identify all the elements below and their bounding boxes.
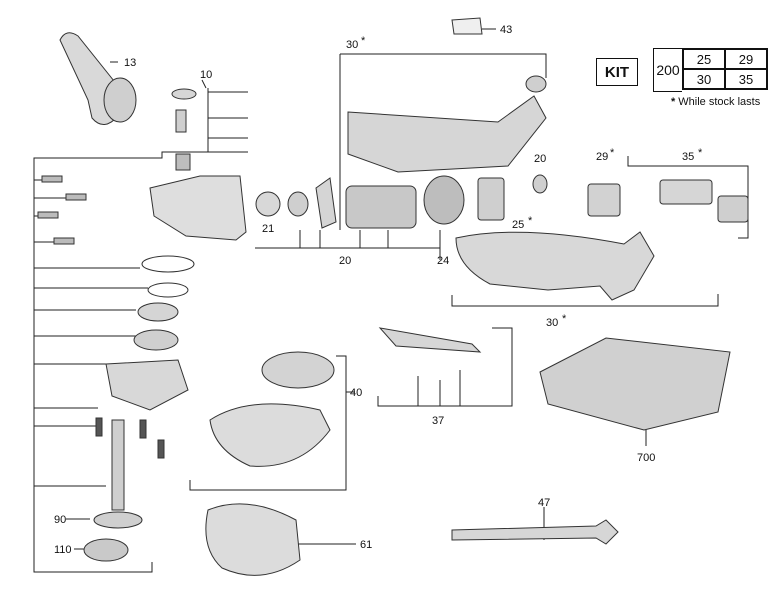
spanner-wrench: [451, 519, 619, 545]
stock-note-star: *: [671, 96, 676, 108]
cutting-guard: [205, 503, 301, 576]
callout-40: 40: [350, 387, 362, 399]
switch-module: [587, 183, 621, 217]
paddle-bracket: [377, 327, 513, 407]
gear-case: [149, 175, 247, 241]
callout-43: 43: [500, 24, 512, 36]
callout-30-bottom: 30: [546, 317, 558, 329]
callout-20-mid: 20: [339, 255, 351, 267]
main-housing: [455, 231, 655, 301]
callout-30-top-star: *: [361, 35, 366, 47]
motor-housing: [347, 95, 547, 173]
callout-25: 25: [512, 219, 524, 231]
kit-item: 30: [683, 69, 725, 89]
callout-90: 90: [54, 514, 66, 526]
nameplate: [451, 17, 483, 35]
motor-housing-bracket: [339, 53, 547, 230]
kit-item: 29: [725, 49, 767, 69]
bearing: [137, 302, 179, 322]
callout-30-bottom-star: *: [562, 313, 567, 325]
callout-61: 61: [360, 539, 372, 551]
motor-bearing: [255, 191, 281, 217]
flange-nut: [83, 538, 129, 562]
callout-35: 35: [682, 151, 694, 163]
kit-item: 35: [725, 69, 767, 89]
left-assembly-bracket: [33, 88, 209, 573]
callout-37: 37: [432, 415, 444, 427]
callout-13: 13: [124, 57, 136, 69]
battery-unit: [659, 179, 713, 205]
callout-21: 21: [262, 223, 274, 235]
callout-24: 24: [437, 255, 449, 267]
callout-25-star: *: [528, 215, 533, 227]
housing-bracket: [451, 294, 719, 307]
stator: [423, 175, 465, 225]
callout-20-top: 20: [534, 153, 546, 165]
pcb-board: [477, 177, 505, 221]
paddle-switch: [378, 327, 482, 353]
callout-110: 110: [54, 544, 72, 556]
kit-number: 200: [653, 48, 682, 92]
callout-700: 700: [637, 452, 655, 464]
inner-flange: [93, 511, 143, 529]
carrying-case: [539, 337, 731, 431]
battery-bracket: [627, 156, 749, 239]
stock-note: *While stock lasts: [671, 96, 760, 108]
callout-10: 10: [200, 69, 212, 81]
kit-table: KIT 200 25 29 30 35: [596, 48, 768, 92]
kit-item: 25: [683, 49, 725, 69]
spindle: [111, 419, 125, 511]
o-ring: [141, 255, 195, 273]
bearing-flange: [105, 359, 189, 411]
callout-35-star: *: [698, 147, 703, 159]
callout-29-star: *: [610, 147, 615, 159]
callout-29: 29: [596, 151, 608, 163]
armature: [345, 185, 417, 229]
guard-bracket: [189, 355, 347, 491]
callout-47: 47: [538, 497, 550, 509]
kit-title: KIT: [596, 58, 638, 86]
callout-30-top: 30: [346, 39, 358, 51]
wheel-guard: [209, 403, 331, 467]
kit-items-grid: 25 29 30 35: [682, 48, 768, 90]
stock-note-text: While stock lasts: [678, 96, 761, 108]
